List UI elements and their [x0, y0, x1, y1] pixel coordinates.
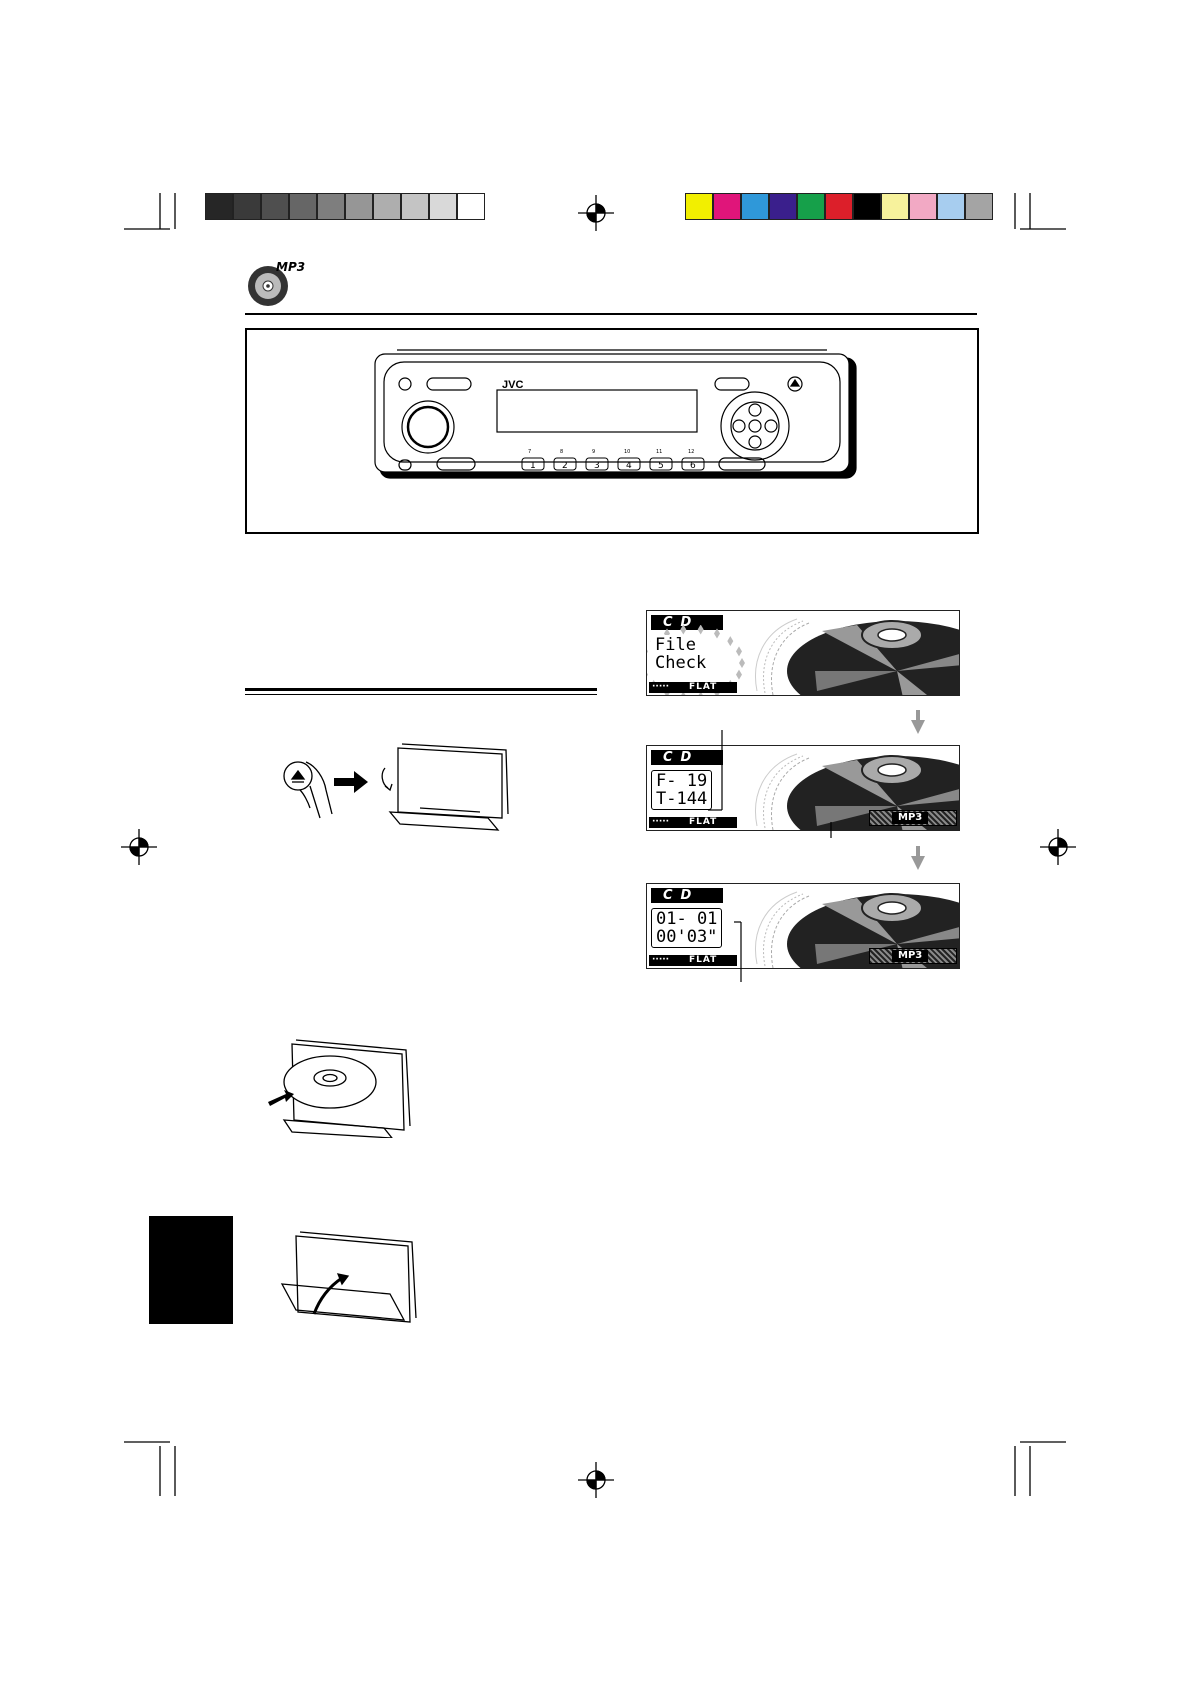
lcd-line-2: 00'03" [656, 927, 718, 947]
preset-button [681, 457, 705, 471]
mp3-indicator: MP3 [869, 810, 957, 826]
preset-button-label: 6 [690, 461, 696, 471]
header-rule [245, 313, 977, 315]
down-arrow-icon [911, 846, 925, 870]
lcd-line-1: File [655, 635, 696, 655]
color-swatch [233, 193, 261, 220]
color-swatch [345, 193, 373, 220]
color-swatch [261, 193, 289, 220]
color-swatch [685, 193, 713, 220]
preset-button [617, 457, 641, 471]
color-swatch [853, 193, 881, 220]
preset-number: 10 [624, 449, 630, 455]
preset-button-label: 5 [658, 461, 664, 471]
mp3-logo-label: MP3 [276, 260, 306, 274]
registration-target-left [121, 829, 157, 865]
color-swatch [769, 193, 797, 220]
preset-button [521, 457, 545, 471]
color-swatch [881, 193, 909, 220]
section-rule-thin [245, 694, 597, 695]
preset-button [553, 457, 577, 471]
brand-logo: JVC [502, 379, 523, 391]
language-tab [149, 1216, 233, 1324]
callout-lines [708, 730, 832, 982]
preset-number: 8 [560, 449, 563, 455]
preset-button-label: 2 [562, 461, 568, 471]
color-swatch [713, 193, 741, 220]
preset-number: 9 [592, 449, 595, 455]
lcd-line-2: Check [655, 653, 707, 673]
preset-button [649, 457, 673, 471]
sound-mode-indicator: ·····FLAT [649, 955, 737, 966]
registration-target-bottom [578, 1462, 614, 1498]
preset-button [585, 457, 609, 471]
right-arrow-icon [334, 771, 368, 793]
color-swatch [373, 193, 401, 220]
color-swatch [825, 193, 853, 220]
preset-number: 11 [656, 449, 662, 455]
close-panel-illustration [280, 1231, 417, 1323]
registration-target-right [1040, 829, 1076, 865]
color-swatch [797, 193, 825, 220]
insert-disc-illustration [268, 1039, 411, 1138]
color-swatch [401, 193, 429, 220]
color-swatch [965, 193, 993, 220]
preset-button-label: 1 [530, 461, 536, 471]
mp3-logo: MP3 [246, 260, 316, 308]
lcd-line-1: F- 19 [656, 771, 708, 791]
source-indicator: CD [651, 888, 723, 903]
disc-graphic [755, 618, 959, 695]
color-swatch [429, 193, 457, 220]
lcd-line-2: T-144 [656, 789, 708, 809]
lcd-line-1: 01- 01 [656, 909, 718, 929]
preset-number: 12 [688, 449, 694, 455]
color-swatch [317, 193, 345, 220]
color-swatch [457, 193, 485, 220]
insert-arrow-icon [268, 1090, 294, 1106]
color-swatch [937, 193, 965, 220]
sound-mode-indicator: ·····FLAT [649, 817, 737, 828]
color-swatch [741, 193, 769, 220]
disc-icon [248, 266, 288, 306]
color-swatch [909, 193, 937, 220]
preset-button-label: 4 [626, 461, 632, 471]
sound-mode-indicator: ·····FLAT [649, 682, 737, 693]
registration-target-top [578, 195, 614, 231]
mp3-indicator: MP3 [869, 948, 957, 964]
color-swatch [205, 193, 233, 220]
preset-button-label: 3 [594, 461, 600, 471]
press-eject-illustration [283, 743, 509, 831]
source-indicator: CD [651, 750, 723, 765]
color-swatch [289, 193, 317, 220]
section-rule [245, 688, 597, 691]
down-arrow-icon [911, 710, 925, 734]
preset-number: 7 [528, 449, 531, 455]
